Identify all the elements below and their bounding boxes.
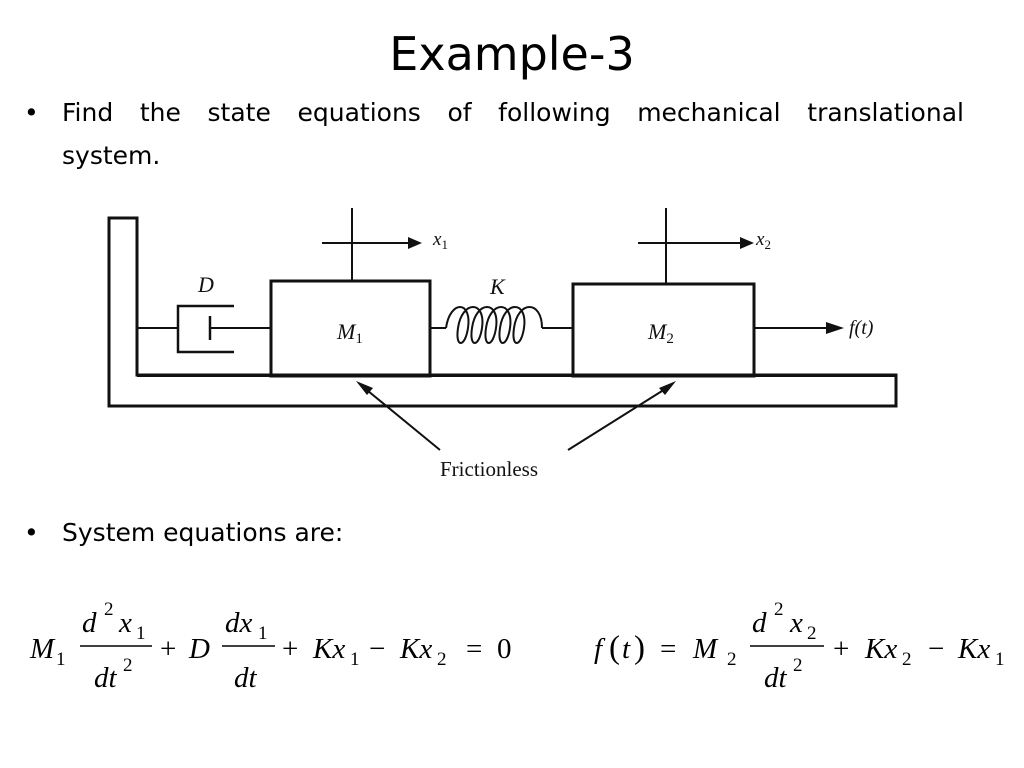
svg-text:−: − [369,633,385,665]
damper [137,304,270,354]
svg-text:−: − [928,633,944,665]
svg-text:2: 2 [437,649,447,670]
equation-1: M 1 d 2 x 1 dt 2 + D dx 1 dt + Kx 1 − Kx… [29,599,512,694]
svg-text:1: 1 [56,649,66,670]
label-frictionless: Frictionless [440,457,538,481]
equation-2: f ( t ) = M 2 d 2 x 2 dt 2 + Kx 2 − Kx 1 [594,599,1005,694]
mass-m2 [571,282,756,378]
arrowhead-x2 [740,237,754,249]
word: of [447,98,472,127]
label-spring: K [489,274,506,299]
label-force: f(t) [849,317,874,339]
bullet-system-equations: • System equations are: [24,511,344,554]
svg-text:dt: dt [234,662,258,694]
bullet-dot: • [24,518,39,547]
system-equations: M 1 d 2 x 1 dt 2 + D dx 1 dt + Kx 1 − Kx… [29,599,1005,694]
svg-text:+: + [833,633,849,665]
word: the [139,98,181,127]
label-damper: D [197,272,214,297]
label-mass2: M2 [647,319,674,347]
word: state [207,98,271,127]
arrowhead-x1 [408,237,422,249]
svg-text:dt: dt [764,662,788,694]
svg-text:2: 2 [807,623,817,644]
word: equations [297,98,421,127]
label-disp-x2: x2 [755,229,771,252]
svg-text:=: = [466,633,482,665]
svg-text:(: ( [609,630,620,666]
arrowhead-force [826,322,844,334]
svg-text:dx: dx [225,607,253,639]
svg-text:2: 2 [774,599,784,620]
svg-text:2: 2 [123,655,133,676]
svg-text:Kx: Kx [957,633,990,665]
word: mechanical [637,98,781,127]
displacement-marker-x2 [638,208,740,284]
svg-text:t: t [622,633,631,665]
svg-text:0: 0 [497,633,512,665]
svg-text:2: 2 [104,599,114,620]
svg-text:d: d [752,607,767,639]
svg-text:1: 1 [995,649,1005,670]
spring [430,306,573,344]
svg-text:=: = [660,633,676,665]
pointer-line-1 [361,385,441,451]
svg-text:1: 1 [350,649,360,670]
slide-title: Example-3 [389,27,635,81]
svg-text:dt: dt [94,662,118,694]
arrowhead-pointer-2 [659,381,676,395]
svg-text:x: x [789,607,803,639]
displacement-marker-x1 [322,208,408,281]
label-mass1: M1 [336,319,363,347]
svg-text:1: 1 [258,623,268,644]
wall-and-floor [107,216,898,408]
svg-text:x: x [118,607,132,639]
svg-text:d: d [82,607,97,639]
bullet-text: System equations are: [62,518,344,547]
mechanical-system-diagram: D K M1 M2 x1 x2 f(t) Frictionless [107,208,898,481]
word: translational [807,98,964,127]
svg-text:2: 2 [902,649,912,670]
svg-text:2: 2 [793,655,803,676]
svg-text:+: + [282,633,298,665]
svg-text:1: 1 [136,623,146,644]
bullet-line-1: Find the state equations of following me… [62,91,964,134]
svg-text:M: M [692,633,719,665]
word: Find [62,98,114,127]
bullet-find-state-equations: • Find the state equations of following … [24,91,964,177]
word: following [498,98,611,127]
pointer-line-2 [567,385,671,451]
svg-text:2: 2 [727,649,737,670]
arrowhead-pointer-1 [356,381,373,395]
svg-text:Kx: Kx [399,633,432,665]
label-disp-x1: x1 [432,229,448,252]
svg-text:Kx: Kx [312,633,345,665]
svg-text:D: D [188,633,210,665]
svg-text:+: + [160,633,176,665]
svg-text:f: f [594,633,606,665]
bullet-dot: • [24,98,39,127]
bullet-line-2: system. [62,141,161,170]
svg-text:): ) [634,630,645,666]
svg-text:Kx: Kx [864,633,897,665]
svg-text:M: M [29,633,56,665]
